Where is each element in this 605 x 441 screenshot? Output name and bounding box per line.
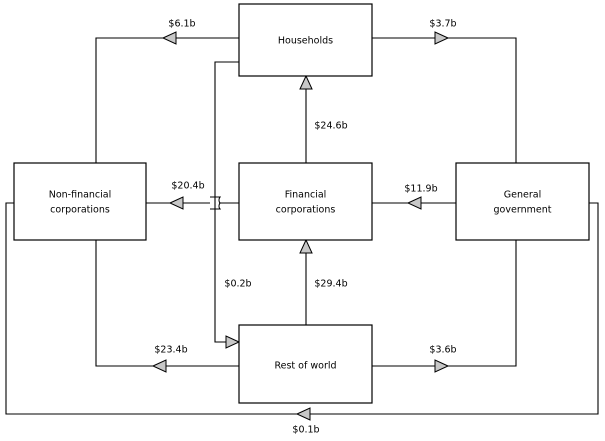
- edge-label-households-to-govt: $3.7b: [429, 19, 456, 30]
- edge-label-govt-to-nfc: $0.1b: [292, 425, 319, 436]
- node-financial-corporations-label-line2: corporations: [276, 205, 336, 216]
- edge-general-government-to-financial-corporations: $11.9b: [372, 184, 456, 210]
- edge-rest-of-world-to-financial-corporations: $29.4b: [299, 238, 348, 325]
- edge-label-row-to-fc: $29.4b: [314, 279, 347, 290]
- arrow-head-left-icon: [161, 31, 177, 45]
- node-non-financial-corporations[interactable]: Non-financial corporations: [13, 162, 147, 241]
- node-general-government-box[interactable]: [455, 162, 590, 241]
- edge-line: [372, 240, 517, 367]
- node-financial-corporations-box[interactable]: [238, 162, 373, 241]
- node-general-government-label-line1: General: [504, 190, 541, 201]
- node-rest-of-world-label: Rest of world: [274, 361, 336, 372]
- arrow-head-left-icon: [168, 196, 184, 210]
- edge-line: [95, 37, 239, 163]
- edge-rest-of-world-to-general-government: $3.6b: [372, 240, 517, 373]
- arrow-head-left-icon: [295, 407, 311, 421]
- edge-financial-corporations-to-households: $24.6b: [299, 74, 348, 163]
- arrow-head-right-icon: [434, 359, 450, 373]
- edge-line: [95, 240, 239, 367]
- edge-line-hop-lower: [210, 202, 222, 210]
- node-general-government-label-line2: government: [494, 205, 552, 216]
- edge-label-fc-to-households: $24.6b: [314, 121, 347, 132]
- node-rest-of-world-box[interactable]: [238, 324, 373, 404]
- edge-label-row-to-govt: $3.6b: [429, 345, 456, 356]
- edge-financial-corporations-to-rest-of-world: $0.2b: [214, 61, 252, 349]
- edge-households-to-non-financial-corporations: $6.1b: [95, 19, 239, 163]
- node-financial-corporations[interactable]: Financial corporations: [238, 162, 373, 241]
- arrow-head-up-icon: [299, 238, 313, 254]
- node-households-label: Households: [278, 36, 333, 47]
- node-financial-corporations-label-line1: Financial: [285, 190, 327, 201]
- edge-rest-of-world-to-non-financial-corporations: $23.4b: [95, 240, 239, 373]
- node-rest-of-world[interactable]: Rest of world: [238, 324, 373, 404]
- edge-households-to-general-government: $3.7b: [372, 19, 517, 163]
- edge-general-government-to-non-financial-corporations: $0.1b: [5, 202, 599, 436]
- node-households-box[interactable]: [238, 3, 373, 77]
- edge-line: [214, 61, 239, 343]
- arrow-head-left-icon: [151, 359, 167, 373]
- node-non-financial-corporations-label-line1: Non-financial: [49, 190, 112, 201]
- edge-label-row-to-nfc: $23.4b: [154, 345, 187, 356]
- arrow-head-up-icon: [299, 74, 313, 90]
- node-general-government[interactable]: General government: [455, 162, 590, 241]
- edge-line-hop: [210, 196, 222, 204]
- node-households[interactable]: Households: [238, 3, 373, 77]
- edge-label-fc-to-row: $0.2b: [224, 279, 251, 290]
- arrow-head-left-icon: [406, 196, 422, 210]
- edge-line: [372, 37, 517, 163]
- node-non-financial-corporations-box[interactable]: [13, 162, 147, 241]
- node-non-financial-corporations-label-line2: corporations: [50, 205, 110, 216]
- arrow-head-right-icon: [225, 335, 241, 349]
- arrow-head-right-icon: [434, 31, 450, 45]
- edge-label-fc-to-nfc: $20.4b: [171, 181, 204, 192]
- edge-label-households-to-nfc: $6.1b: [168, 19, 195, 30]
- edge-financial-corporations-to-non-financial-corporations: $20.4b: [146, 181, 239, 210]
- edge-label-govt-to-fc: $11.9b: [404, 184, 437, 195]
